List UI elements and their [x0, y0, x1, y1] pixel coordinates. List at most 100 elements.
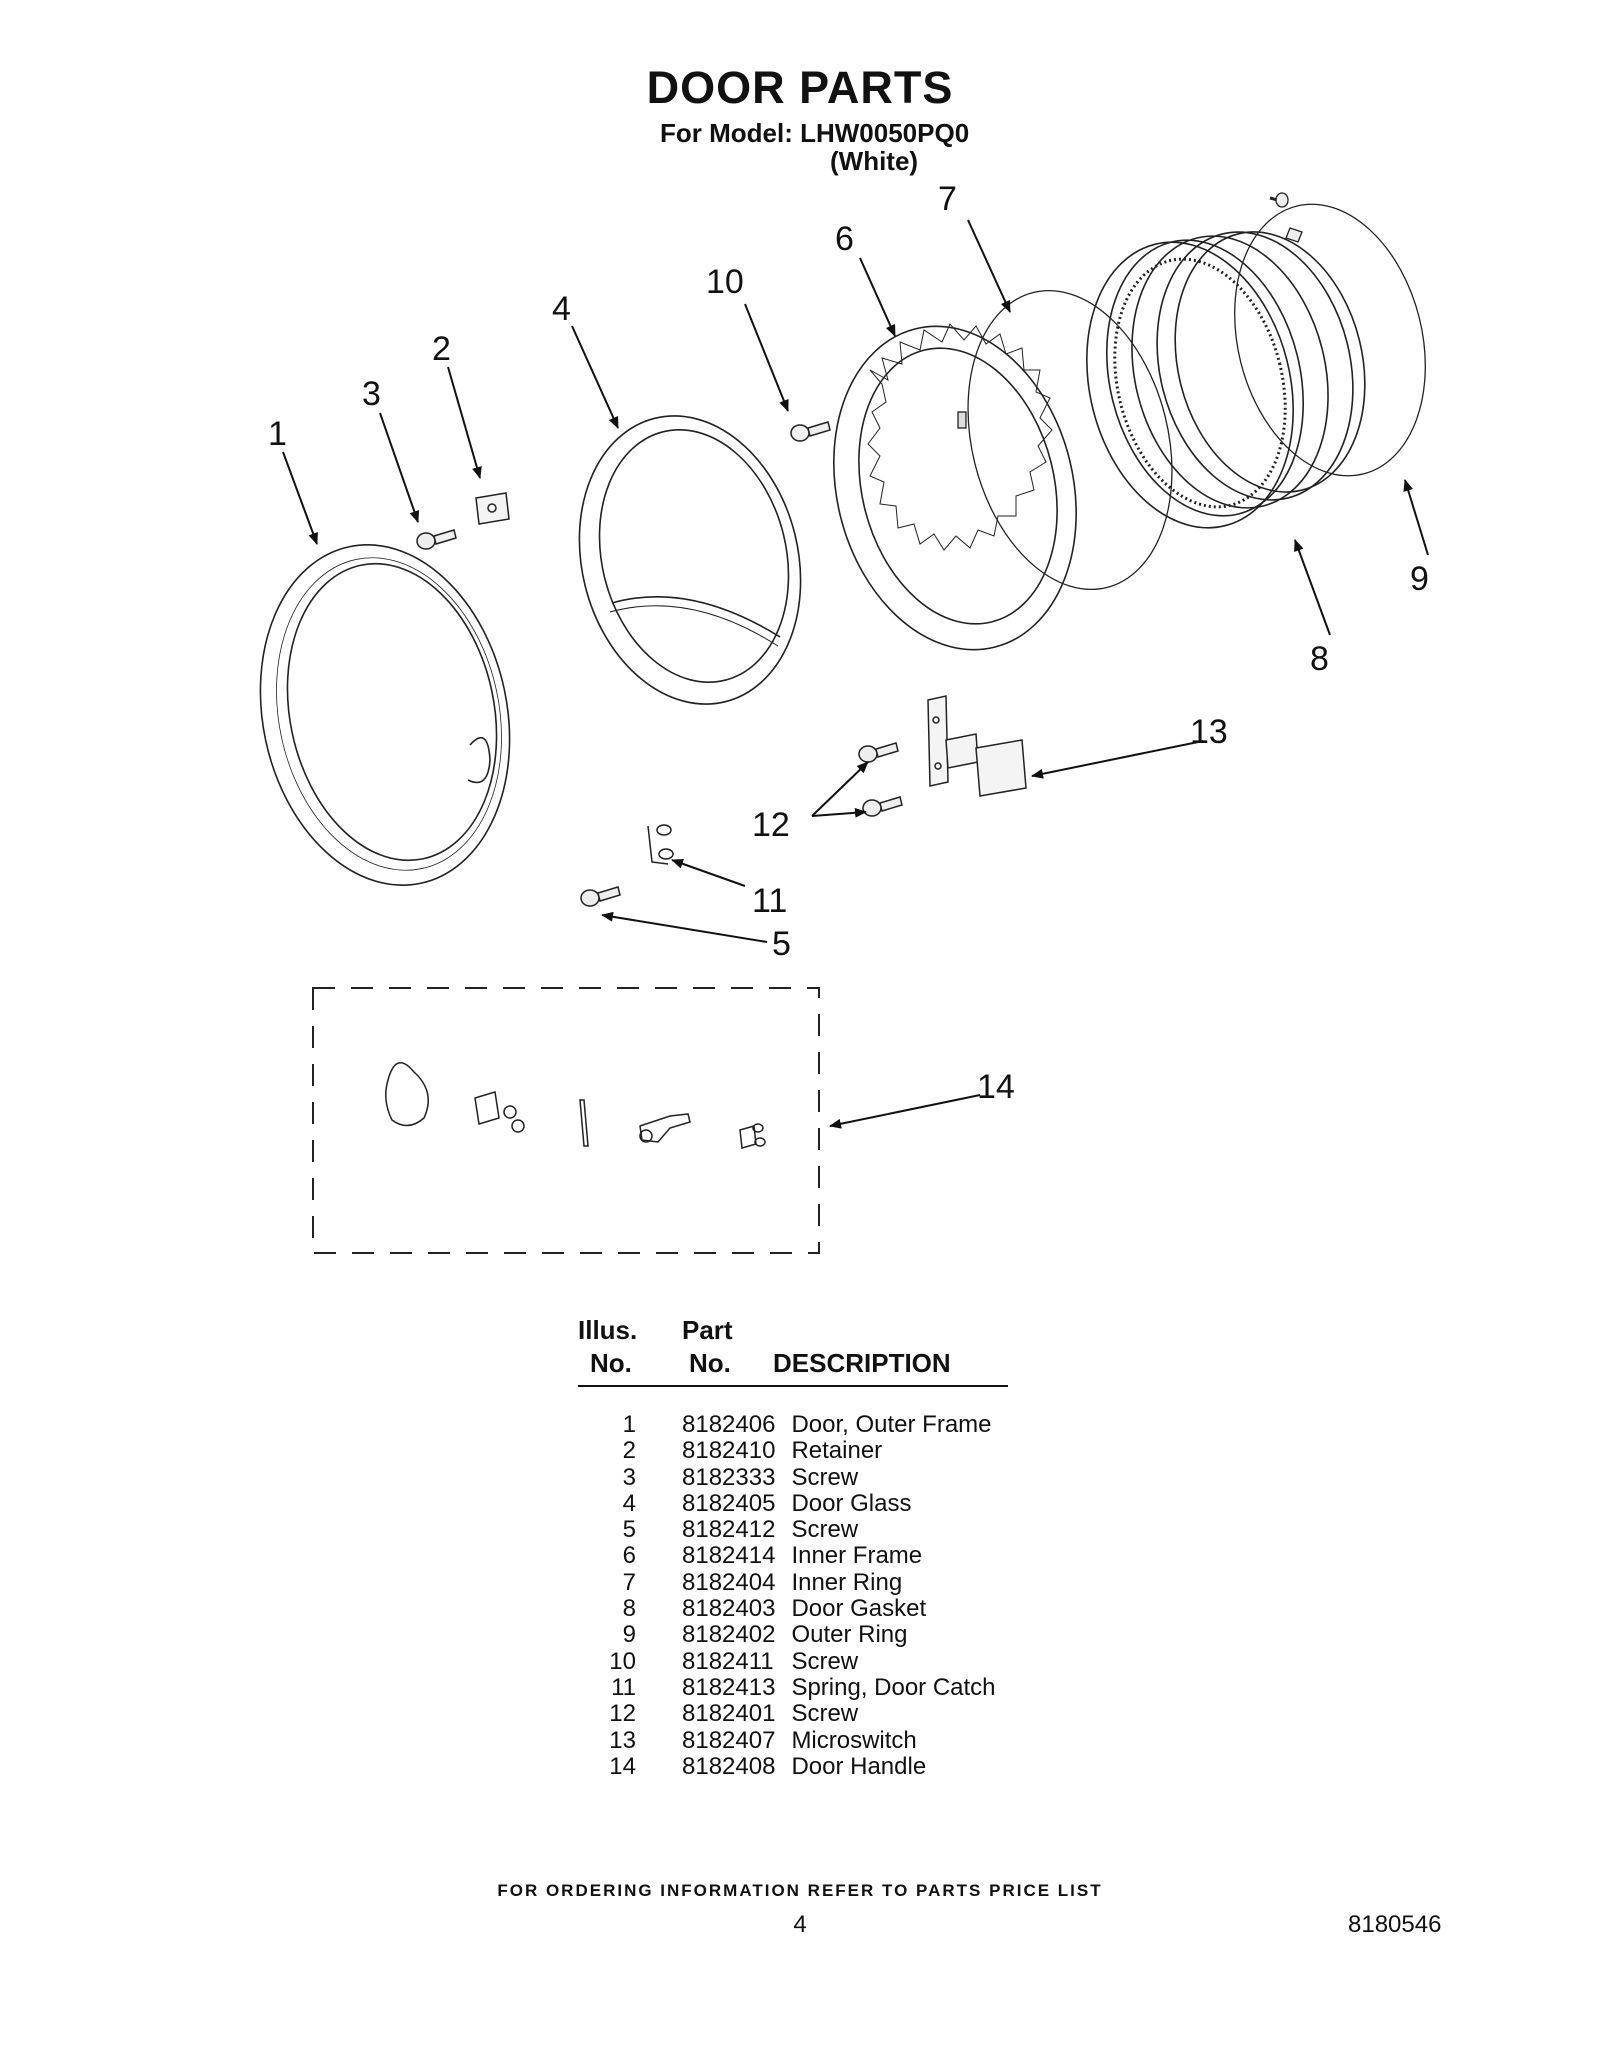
part-no-cell: 8182402	[682, 1621, 776, 1649]
table-row: 3 8182333 Screw	[578, 1463, 996, 1491]
part-no-cell: 8182411	[682, 1647, 774, 1675]
table-row: 13 8182407 Microswitch	[578, 1726, 996, 1754]
description-cell: Screw	[791, 1463, 859, 1491]
table-row: 12 8182401 Screw	[578, 1700, 996, 1728]
callout-11: 11	[752, 882, 787, 920]
illus-no-cell: 1	[622, 1411, 636, 1438]
illus-no-cell: 6	[622, 1542, 636, 1570]
table-row: 4 8182405 Door Glass	[578, 1489, 996, 1517]
callout-13: 13	[1190, 713, 1228, 751]
part-no-cell: 8182412	[682, 1516, 776, 1544]
description-cell: Door, Outer Frame	[791, 1411, 992, 1438]
part-no-cell: 8182408	[682, 1752, 776, 1780]
document-number: 8180546	[1348, 1911, 1442, 1938]
door-gasket-part	[1086, 231, 1366, 529]
callout-7: 7	[938, 180, 957, 218]
callout-10: 10	[706, 263, 744, 301]
ordering-note: FOR ORDERING INFORMATION REFER TO PARTS …	[497, 1881, 1103, 1900]
illus-header-top: Illus.	[578, 1315, 638, 1345]
table-row: 8 8182403 Door Gasket	[578, 1595, 996, 1623]
door-glass-part	[578, 415, 802, 705]
table-row: 7 8182404 Inner Ring	[578, 1568, 996, 1596]
description-cell: Screw	[791, 1516, 859, 1544]
screw-part-5	[580, 886, 621, 907]
description-cell: Screw	[791, 1647, 859, 1675]
illus-no-cell: 2	[622, 1437, 636, 1465]
outer-frame-part	[259, 544, 511, 886]
callout-2: 2	[432, 330, 451, 368]
callout-labels: 1 2 3 4 5 6 7 8 9 10 11 12 13 14	[268, 180, 1429, 1106]
callout-6: 6	[835, 220, 854, 258]
part-no-cell: 8182405	[682, 1489, 776, 1517]
description-cell: Inner Frame	[791, 1542, 923, 1570]
description-cell: Inner Ring	[791, 1568, 903, 1596]
outer-ring-part	[1234, 192, 1426, 477]
leader-lines	[282, 219, 1429, 1129]
part-no-cell: 8182404	[682, 1568, 776, 1596]
part-no-cell: 8182406	[682, 1411, 776, 1438]
description-cell: Microswitch	[791, 1726, 917, 1754]
part-header-top: Part	[682, 1315, 733, 1345]
illus-no-cell: 13	[609, 1726, 636, 1754]
illus-no-cell: 10	[609, 1647, 636, 1675]
table-row: 11 8182413 Spring, Door Catch	[578, 1673, 996, 1701]
table-row: 5 8182412 Screw	[578, 1516, 996, 1544]
part-no-cell: 8182403	[682, 1595, 776, 1623]
part-header-bottom: No.	[689, 1348, 731, 1378]
illus-no-cell: 4	[622, 1489, 636, 1517]
description-cell: Door Gasket	[791, 1595, 927, 1623]
part-no-cell: 8182410	[682, 1437, 776, 1465]
description-cell: Retainer	[791, 1437, 883, 1465]
table-row: 2 8182410 Retainer	[578, 1437, 996, 1465]
exploded-diagram: 1 2 3 4 5 6 7 8 9 10 11 12 13 14	[259, 180, 1429, 1254]
table-row: 9 8182402 Outer Ring	[578, 1621, 996, 1649]
color-line: (White)	[830, 146, 919, 176]
retainer-part	[475, 492, 510, 525]
description-cell: Screw	[791, 1700, 859, 1728]
illus-no-cell: 9	[622, 1621, 636, 1649]
illus-no-cell: 14	[609, 1752, 636, 1780]
illus-no-cell: 3	[622, 1463, 636, 1491]
callout-12: 12	[752, 806, 790, 844]
page-number: 4	[793, 1911, 807, 1938]
parts-table: 1 8182406 Door, Outer Frame 2 8182410 Retaine…	[578, 1411, 996, 1780]
description-header: DESCRIPTION	[773, 1348, 951, 1378]
inner-frame-part	[833, 323, 1077, 651]
illus-header-bottom: No.	[590, 1348, 632, 1378]
illus-no-cell: 12	[609, 1700, 636, 1728]
illus-no-cell: 11	[611, 1673, 636, 1701]
description-cell: Spring, Door Catch	[791, 1673, 996, 1701]
door-catch-spring-part	[647, 824, 674, 865]
description-cell: Door Handle	[791, 1752, 927, 1780]
screw-part-10	[790, 421, 831, 442]
illus-no-cell: 5	[622, 1516, 636, 1544]
part-no-cell: 8182414	[682, 1542, 776, 1570]
callout-3: 3	[362, 375, 381, 413]
page-title: DOOR PARTS	[646, 62, 954, 113]
part-no-cell: 8182401	[682, 1700, 776, 1728]
callout-14: 14	[977, 1068, 1015, 1106]
parts-table-header: Illus. No. Part No. DESCRIPTION	[578, 1315, 1008, 1387]
table-row: 6 8182414 Inner Frame	[578, 1542, 996, 1570]
door-handle-kit	[312, 987, 820, 1254]
description-cell: Outer Ring	[791, 1621, 908, 1649]
callout-9: 9	[1410, 560, 1429, 598]
table-row: 10 8182411 Screw	[578, 1647, 996, 1675]
callout-5: 5	[772, 925, 791, 963]
part-no-cell: 8182407	[682, 1726, 776, 1754]
microswitch-part	[927, 695, 1027, 797]
illus-no-cell: 8	[622, 1595, 636, 1623]
screw-part-3	[416, 529, 457, 550]
table-row: 14 8182408 Door Handle	[578, 1752, 996, 1780]
screws-part-12	[858, 742, 903, 817]
illus-no-cell: 7	[622, 1568, 636, 1596]
callout-1: 1	[268, 415, 287, 453]
part-no-cell: 8182413	[682, 1673, 776, 1701]
model-line: For Model: LHW0050PQ0	[660, 118, 970, 148]
table-row: 1 8182406 Door, Outer Frame	[578, 1411, 996, 1438]
callout-4: 4	[552, 290, 571, 328]
part-no-cell: 8182333	[682, 1463, 776, 1491]
description-cell: Door Glass	[791, 1489, 912, 1517]
inner-ring-part	[957, 289, 1173, 591]
callout-8: 8	[1310, 640, 1329, 678]
